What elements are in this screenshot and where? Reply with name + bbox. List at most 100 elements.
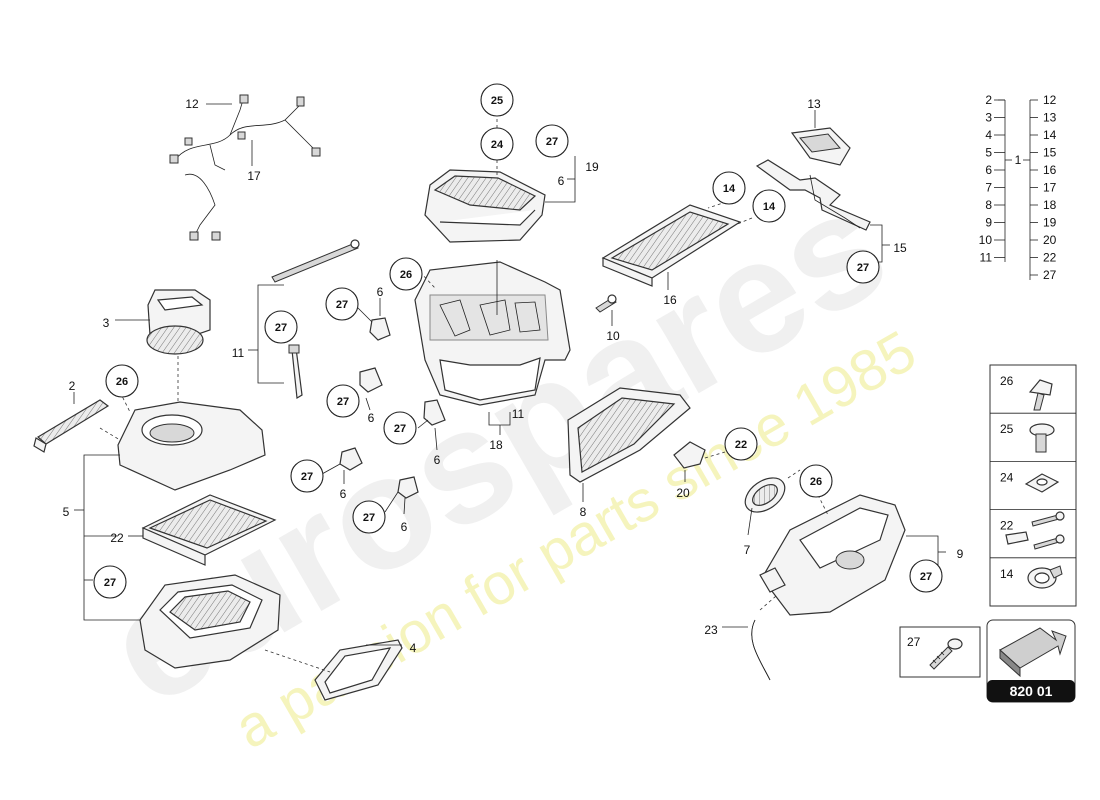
index-right-item: 15 <box>1043 146 1057 160</box>
callout-20: 20 <box>676 486 690 500</box>
callout-19: 19 <box>585 160 599 174</box>
callout-6: 6 <box>377 285 384 299</box>
callout-26: 26 <box>389 257 423 291</box>
index-right-item: 20 <box>1043 233 1057 247</box>
callout-label: 26 <box>810 476 822 488</box>
spring-nut-icon <box>1024 473 1060 493</box>
callout-circle <box>752 189 786 223</box>
cabin-filter <box>141 494 277 566</box>
callout-label: 16 <box>663 293 677 307</box>
callout-circle <box>105 364 139 398</box>
callout-circle <box>326 384 360 418</box>
callout-27: 27 <box>383 411 417 445</box>
callout-label: 14 <box>723 183 736 195</box>
index-left-item: 4 <box>985 128 992 142</box>
actuator-motors <box>339 317 446 499</box>
legend-number: 14 <box>1000 567 1014 581</box>
callout-label: 26 <box>116 376 128 388</box>
callout-label: 10 <box>606 329 620 343</box>
part-number-badge: 820 01 <box>986 619 1076 703</box>
upper-distributor-housing <box>424 169 546 243</box>
callout-27: 27 <box>909 559 943 593</box>
callout-circle <box>383 411 417 445</box>
index-right-item: 12 <box>1043 93 1057 107</box>
legend-row-24: 24 <box>990 460 1076 493</box>
index-left-item: 8 <box>985 198 992 212</box>
callout-label: 20 <box>676 486 690 500</box>
pipe-bracket <box>790 127 851 166</box>
callout-6: 6 <box>558 174 565 188</box>
callout-27: 27 <box>846 250 880 284</box>
callout-label: 27 <box>337 396 349 408</box>
callout-label: 11 <box>512 407 525 421</box>
callout-5: 5 <box>63 505 70 519</box>
callout-label: 19 <box>585 160 599 174</box>
callout-label: 27 <box>546 136 558 148</box>
callout-circle <box>799 464 833 498</box>
legend-row-26: 26 <box>1000 374 1053 411</box>
callout-circle <box>389 257 423 291</box>
callout-label: 23 <box>704 623 718 637</box>
callout-label: 3 <box>103 316 110 330</box>
callout-circle <box>535 124 569 158</box>
index-left-item: 11 <box>980 251 993 265</box>
flap-strip <box>33 399 110 453</box>
callout-label: 27 <box>920 571 932 583</box>
heater-box <box>414 261 571 406</box>
callout-22: 22 <box>110 531 124 545</box>
callout-label: 27 <box>301 471 313 483</box>
index-left-item: 7 <box>985 181 992 195</box>
callout-24: 24 <box>480 127 514 161</box>
callout-circle <box>352 500 386 534</box>
blower-housing <box>117 401 266 491</box>
callout-9: 9 <box>957 547 964 561</box>
callout-label: 8 <box>580 505 587 519</box>
index-right-item: 27 <box>1043 268 1057 282</box>
callout-6: 6 <box>434 453 441 467</box>
heat-exchanger-core <box>601 204 742 287</box>
index-left-item: 10 <box>979 233 993 247</box>
callout-17: 17 <box>247 169 261 183</box>
callout-8: 8 <box>580 505 587 519</box>
callout-25: 25 <box>480 83 514 117</box>
callout-label: 27 <box>857 262 869 274</box>
callout-label: 27 <box>363 512 375 524</box>
callout-label: 6 <box>434 453 441 467</box>
callout-label: 4 <box>410 641 417 655</box>
callout-27: 27 <box>264 310 298 344</box>
callout-11: 11 <box>512 407 525 421</box>
callout-14: 14 <box>712 171 746 205</box>
callout-label: 5 <box>63 505 70 519</box>
callout-label: 25 <box>491 95 503 107</box>
callout-circle <box>724 427 758 461</box>
arrow-icon <box>999 627 1067 678</box>
legend-row-14: 14 <box>990 557 1076 589</box>
callout-16: 16 <box>663 293 677 307</box>
callout-label: 12 <box>185 97 199 111</box>
callout-label: 6 <box>377 285 384 299</box>
callout-circle <box>480 127 514 161</box>
callout-6: 6 <box>401 520 408 534</box>
screw-clip-icon <box>1028 379 1053 411</box>
callout-27: 27 <box>290 459 324 493</box>
index-right-item: 19 <box>1043 216 1057 230</box>
callout-14: 14 <box>752 189 786 223</box>
callout-label: 27 <box>336 299 348 311</box>
callout-circle <box>93 565 127 599</box>
index-left-item: 5 <box>985 146 992 160</box>
callout-circle <box>480 83 514 117</box>
index-left-item: 3 <box>985 111 992 125</box>
callout-circle <box>264 310 298 344</box>
legend-row-22: 22 <box>990 509 1076 550</box>
callout-15: 15 <box>893 241 907 255</box>
expanding-rivet-icon <box>1029 423 1055 453</box>
callout-3: 3 <box>103 316 110 330</box>
index-right-item: 13 <box>1043 111 1057 125</box>
legend-number: 25 <box>1000 422 1014 436</box>
callout-label: 6 <box>401 520 408 534</box>
callout-label: 6 <box>340 487 347 501</box>
bolt-icon <box>929 638 963 670</box>
